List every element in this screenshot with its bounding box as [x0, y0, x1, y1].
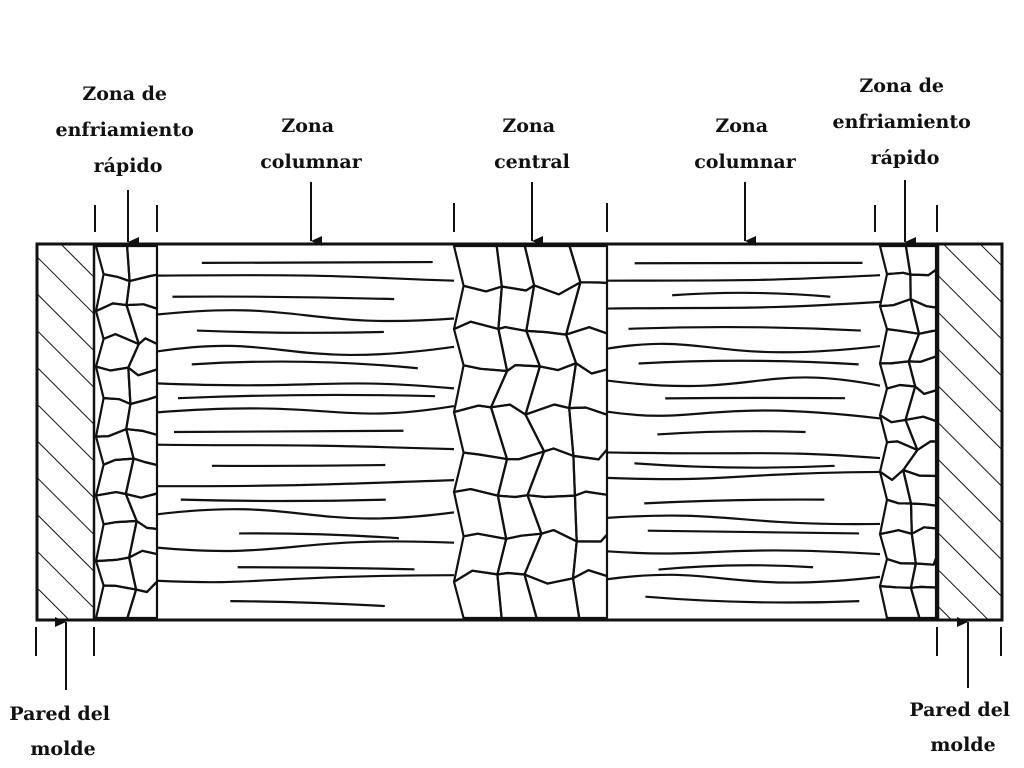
columnar-zone-right-grains — [606, 261, 881, 604]
chill-grain — [94, 457, 135, 497]
columnar-grain — [647, 529, 860, 535]
columnar-grain — [657, 430, 806, 436]
columnar-grain — [645, 595, 860, 604]
equiaxed-grain — [564, 326, 609, 375]
equiaxed-grain — [496, 532, 543, 576]
equiaxed-grain — [526, 447, 577, 499]
equiaxed-grain — [573, 490, 609, 543]
chill-grain — [909, 585, 938, 620]
chill-grain — [878, 328, 921, 365]
columnar-grain — [172, 295, 395, 301]
equiaxed-grain — [572, 448, 609, 497]
columnar-grain — [628, 325, 861, 332]
equiaxed-grain — [523, 573, 581, 620]
columnar-grain — [201, 260, 433, 265]
chill-grain — [902, 469, 938, 507]
columnar-grain — [174, 429, 404, 434]
equiaxed-grain — [523, 528, 578, 585]
chill-grain — [125, 303, 159, 346]
columnar-grain — [606, 342, 881, 354]
columnar-grain — [156, 443, 455, 451]
columnar-grain — [191, 360, 418, 370]
columnar-grain — [211, 463, 386, 468]
columnar-grain — [180, 498, 386, 503]
chill-grain — [94, 397, 132, 438]
columnar-grain — [638, 359, 859, 366]
columnar-grain — [237, 566, 415, 571]
columnar-grain — [156, 508, 455, 520]
chill-grain — [904, 244, 938, 277]
chill-grain — [878, 498, 913, 536]
chill-grain — [910, 526, 938, 566]
mold-wall-left — [35, 242, 96, 622]
chill-zone-left-grains — [94, 244, 159, 620]
equiaxed-grain — [452, 244, 503, 293]
columnar-grain — [156, 382, 455, 390]
equiaxed-grain — [495, 244, 536, 292]
equiaxed-grain — [568, 244, 609, 285]
chill-grain — [94, 333, 140, 372]
columnar-grain — [672, 291, 831, 298]
columnar-grain — [606, 549, 881, 556]
columnar-grain — [156, 479, 455, 488]
chill-grain — [904, 415, 938, 452]
chill-grain — [909, 298, 938, 335]
label-mold-wall-right: Pared del molde — [909, 699, 1016, 756]
columnar-grain — [606, 376, 881, 388]
equiaxed-grain — [571, 569, 609, 620]
chill-grain — [909, 502, 938, 535]
columnar-grain — [196, 329, 384, 334]
columnar-zone-left-grains — [156, 260, 455, 608]
columnar-grain — [156, 344, 455, 357]
chill-grain — [124, 457, 159, 499]
central-zone-grains — [452, 244, 609, 620]
chill-grain — [94, 584, 138, 620]
chill-zone-right-grains — [878, 244, 938, 620]
equiaxed-grain — [452, 569, 503, 620]
columnar-grain — [606, 274, 881, 282]
equiaxed-grain — [497, 284, 536, 332]
chill-grain — [878, 557, 917, 589]
equiaxed-grain — [489, 403, 546, 461]
chill-grain — [878, 584, 921, 620]
columnar-grain — [606, 514, 881, 526]
columnar-grain — [658, 564, 814, 571]
chill-grain — [878, 529, 917, 565]
columnar-grain — [634, 462, 835, 469]
label-mold-wall-left: Pared del molde — [9, 703, 116, 760]
columnar-grain — [156, 309, 455, 323]
equiaxed-grain — [525, 329, 578, 372]
ingot-outline — [35, 242, 1004, 622]
label-columnar-zone-right: Zona columnar — [694, 115, 797, 173]
columnar-grain — [156, 405, 455, 415]
columnar-grain — [644, 498, 825, 505]
label-columnar-zone-left: Zona columnar — [260, 115, 363, 173]
equiaxed-grain — [524, 403, 575, 457]
chill-grain — [126, 580, 159, 620]
columnar-grain — [606, 573, 881, 584]
chill-grain — [904, 385, 938, 423]
chill-grain — [878, 298, 921, 335]
columnar-grain — [156, 574, 455, 584]
columnar-grain — [156, 540, 455, 553]
zone-ticks-bottom — [35, 627, 1002, 656]
equiaxed-grain — [568, 406, 609, 461]
chill-grain — [907, 355, 938, 395]
label-chill-zone-left: Zona de enfriamiento rápido — [56, 83, 201, 177]
mold-wall-right — [936, 242, 1004, 622]
equiaxed-grain — [564, 281, 609, 336]
columnar-grain — [156, 274, 455, 282]
zone-ticks-top — [94, 203, 938, 232]
columnar-grain — [239, 532, 399, 540]
label-arrows — [55, 180, 969, 690]
columnar-grain — [606, 470, 881, 481]
columnar-grain — [606, 451, 881, 460]
label-chill-zone-right: Zona de enfriamiento rápido — [833, 75, 978, 169]
columnar-grain — [230, 599, 385, 608]
label-central-zone: Zona central — [494, 115, 570, 173]
columnar-grain — [177, 393, 436, 400]
columnar-grain — [606, 300, 881, 310]
columnar-grain — [606, 409, 881, 420]
